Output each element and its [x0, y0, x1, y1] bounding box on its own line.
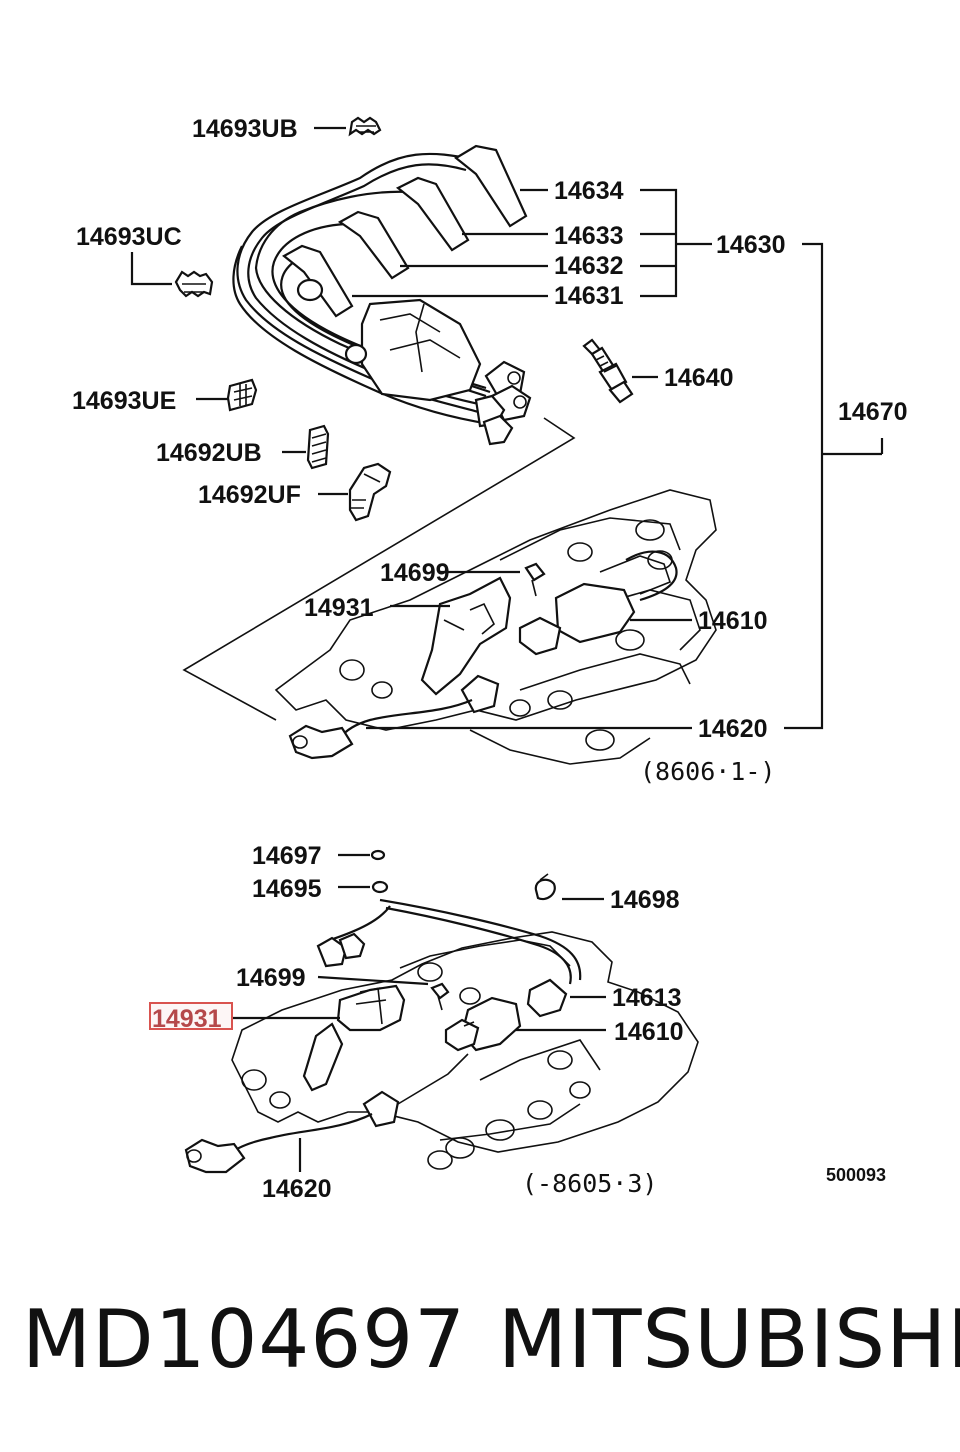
date-range-top: (8606·1-)	[640, 757, 775, 786]
clamp-14698-part	[534, 873, 556, 901]
label-14692uf: 14692UF	[198, 481, 301, 509]
washer-14697-part	[370, 849, 386, 861]
label-14699-bottom: 14699	[236, 964, 306, 992]
label-14634: 14634	[554, 177, 624, 205]
clip-14693ub-part	[348, 116, 382, 137]
label-14632: 14632	[554, 252, 624, 280]
label-14640: 14640	[664, 364, 734, 392]
label-14693uc: 14693UC	[76, 223, 182, 251]
intake-manifold-bottom-drawing	[184, 898, 699, 1174]
label-14697: 14697	[252, 842, 322, 870]
brand-name: MITSUBISHI	[498, 1293, 960, 1386]
clip-14692uf-part	[348, 462, 392, 522]
label-14931-top: 14931	[304, 594, 374, 622]
label-14610-top: 14610	[698, 607, 768, 635]
label-14931-bottom: 14931	[152, 1005, 222, 1033]
label-14693ub: 14693UB	[192, 115, 298, 143]
intake-manifold-top-drawing	[274, 489, 717, 765]
label-14620-top: 14620	[698, 715, 768, 743]
caption-bar: MD104697 MITSUBISHI	[0, 1290, 960, 1390]
label-14695: 14695	[252, 875, 322, 903]
drawing-code: 500093	[826, 1165, 886, 1185]
spark-plug-drawing	[582, 338, 634, 404]
label-14630: 14630	[716, 231, 786, 259]
label-14693ue: 14693UE	[72, 387, 176, 415]
label-14610-bottom: 14610	[614, 1018, 684, 1046]
washer-14695-part	[371, 880, 389, 894]
clip-14693uc-part	[174, 270, 214, 298]
label-14633: 14633	[554, 222, 624, 250]
label-14692ub: 14692UB	[156, 439, 262, 467]
label-14699-top: 14699	[380, 559, 450, 587]
clip-14692ub-part	[306, 424, 330, 470]
highlight-box-14931	[149, 1002, 233, 1030]
label-14620-bottom: 14620	[262, 1175, 332, 1203]
label-14613: 14613	[612, 984, 682, 1012]
date-range-bottom: (-8605·3)	[522, 1169, 657, 1198]
ignition-cable-set-drawing	[232, 144, 532, 446]
clip-14693ue-part	[226, 378, 258, 412]
label-14670: 14670	[838, 398, 908, 426]
part-number: MD104697	[22, 1293, 467, 1386]
label-14631: 14631	[554, 282, 624, 310]
label-14698: 14698	[610, 886, 680, 914]
